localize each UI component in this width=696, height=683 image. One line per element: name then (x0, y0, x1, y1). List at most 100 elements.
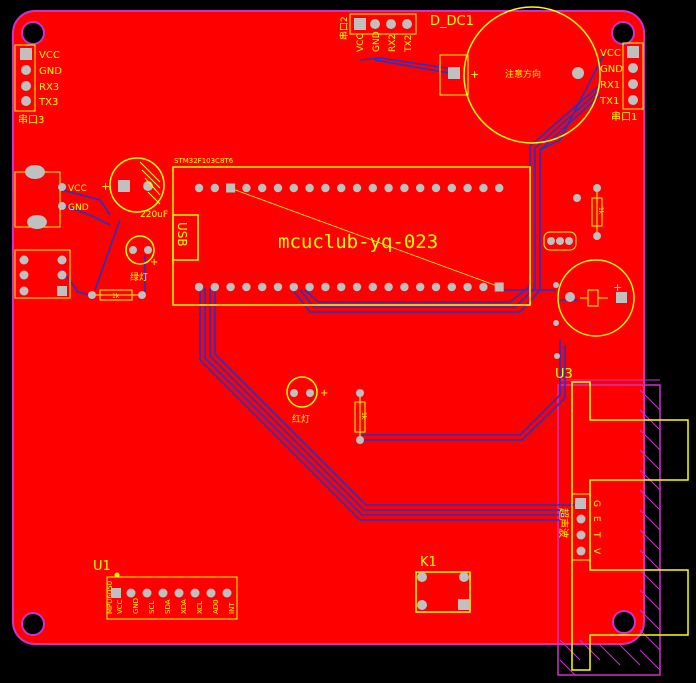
mcu-pin (368, 282, 377, 292)
via-4 (554, 353, 560, 359)
mcu-pin (305, 183, 314, 193)
k1-button (415, 571, 471, 613)
mcu-pin (352, 183, 362, 193)
u1-pin-gnd: GND (132, 598, 140, 614)
u1-chip-label: MPU6050 (106, 581, 114, 614)
mcu-pin (273, 183, 283, 193)
capacitor-220uf (109, 157, 165, 213)
power-switch (14, 249, 71, 299)
u1-pin-xda: XDA (180, 599, 188, 614)
ultrasonic-pin-v: V (591, 548, 601, 555)
mcu-pin (479, 282, 488, 292)
mcu-pin (273, 282, 283, 292)
mcu-pin (400, 282, 409, 292)
u1-header (106, 572, 238, 620)
mcu-pin (242, 282, 251, 292)
mcu-pin (194, 282, 204, 292)
mcu-pin (210, 282, 219, 292)
resistor-2 (354, 389, 366, 444)
via-3 (553, 320, 559, 326)
mcu-pin (305, 282, 314, 292)
resistor-1 (88, 289, 146, 301)
serial1-pin-vcc: VCC (600, 48, 621, 59)
serial2-pin-rx: RX2 (388, 34, 398, 52)
mcu-pin (400, 183, 409, 193)
mcu-pin (352, 282, 362, 292)
mcu-pin (463, 183, 472, 193)
mcu-pin (431, 183, 441, 193)
buzzer-dc1 (439, 6, 601, 144)
mcu-pin (337, 282, 346, 292)
mcu-pin (384, 282, 393, 292)
via-1 (573, 194, 581, 202)
active-buzzer (557, 259, 635, 337)
mcu-pin (431, 282, 441, 292)
mcu-pin (194, 183, 204, 193)
serial3-connector (14, 44, 36, 112)
mcu-pin (210, 183, 219, 193)
mcu-top-pin-row (194, 183, 504, 193)
red-led-label: 红灯 (292, 413, 310, 425)
resistor-3-label: 1k (597, 207, 604, 215)
serial2-label: 串口2 (339, 16, 350, 40)
mcu-pin (242, 183, 251, 193)
green-led (125, 235, 155, 265)
board-outline (12, 10, 645, 645)
k1-label: K1 (420, 555, 437, 570)
d-dc1-label: D_DC1 (430, 14, 474, 29)
usb-label: USB (175, 222, 189, 247)
u1-pin-vcc: VCC (116, 599, 124, 614)
mcu-pin (447, 183, 456, 193)
mcu-pin (416, 183, 425, 193)
green-led-plus: + (150, 257, 158, 268)
ultrasonic-pin-e: E (591, 516, 601, 522)
mcu-pin (447, 282, 456, 292)
serial2-connector (349, 13, 417, 35)
mcu-pin (479, 183, 488, 193)
mcu-pin (321, 183, 330, 193)
mcu-bottom-pin-row (194, 282, 504, 292)
serial3-pin-tx: TX3 (38, 97, 58, 108)
mcu-pin (258, 183, 267, 193)
serial2-pin-tx: TX2 (404, 35, 414, 53)
mcu-pin (289, 183, 298, 193)
u1-pin-int: INT (228, 602, 236, 614)
capacitor-plus: + (101, 180, 110, 193)
u1-label: U1 (93, 559, 111, 574)
u1-pin-sda: SDA (164, 599, 172, 614)
mcu-pin (368, 183, 377, 193)
power-pin-vcc: VCC (68, 184, 87, 194)
u1-pin-scl: SCL (148, 601, 156, 614)
ultrasonic-label: 超声波 (557, 508, 570, 538)
transistor (543, 231, 577, 251)
mcu-pin (495, 183, 504, 193)
red-led (286, 376, 318, 408)
mcu-pin (384, 183, 393, 193)
d-dc1-plus: + (470, 68, 479, 81)
serial1-connector (622, 42, 644, 110)
d-dc1-note: 注意方向 (505, 68, 541, 80)
serial3-pin-gnd: GND (39, 66, 62, 77)
serial1-pin-gnd: GND (600, 64, 623, 75)
board-title: mcuclub-yq-023 (278, 231, 438, 253)
mcu-pin (463, 282, 472, 292)
mcu-pin (226, 183, 236, 193)
capacitor-label: 220uF (140, 210, 168, 220)
green-led-label: 绿灯 (130, 271, 148, 283)
ultrasonic-pin-t: T (591, 531, 601, 538)
u1-pin-xcl: XCL (196, 601, 204, 614)
buzzer-plus: + (613, 281, 622, 294)
u1-pin-ad0: AD0 (212, 599, 220, 614)
via-2 (553, 282, 559, 288)
mcu-pin (337, 183, 346, 193)
serial1-label: 串口1 (611, 111, 637, 123)
serial3-pin-rx: RX3 (39, 82, 59, 93)
mcu-model-label: STM32F103C8T6 (174, 157, 234, 165)
red-led-plus: + (320, 388, 328, 399)
mcu-module (172, 166, 531, 306)
serial1-pin-rx: RX1 (600, 80, 620, 91)
mcu-pin (494, 282, 504, 292)
mcu-pin (289, 282, 298, 292)
serial2-pin-vcc: VCC (356, 33, 366, 52)
